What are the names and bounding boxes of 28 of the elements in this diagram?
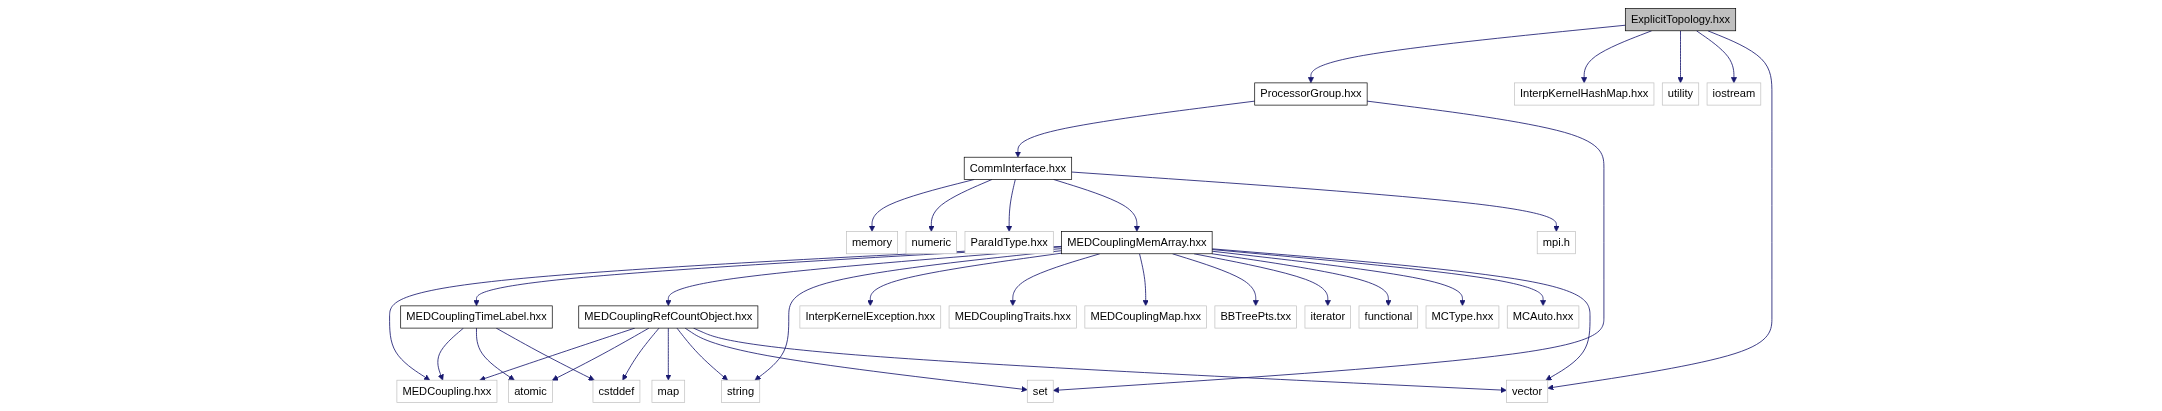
node-box: memory (846, 231, 899, 255)
node-box: mpi.h (1537, 231, 1577, 255)
node-box: MCType.hxx (1425, 305, 1500, 329)
node-box: functional (1358, 305, 1419, 329)
node-box: MEDCouplingRefCountObject.hxx (578, 305, 759, 329)
node-box: BBTreePts.txx (1214, 305, 1298, 329)
node-box: utility (1662, 82, 1700, 106)
node-box: MEDCoupling.hxx (396, 379, 498, 403)
node-box: InterpKernelHashMap.hxx (1514, 82, 1655, 106)
node-box: ExplicitTopology.hxx (1625, 8, 1737, 32)
node-box: vector (1506, 379, 1549, 403)
node-box: map (651, 379, 686, 403)
node-box: atomic (508, 379, 554, 403)
node-box: set (1027, 379, 1054, 403)
node-box: MEDCouplingTimeLabel.hxx (400, 305, 553, 329)
node-box: ProcessorGroup.hxx (1254, 82, 1368, 106)
node-box: MEDCouplingMemArray.hxx (1061, 231, 1213, 255)
node-box: iterator (1304, 305, 1352, 329)
node-box: CommInterface.hxx (964, 156, 1073, 180)
node-box: InterpKernelException.hxx (799, 305, 942, 329)
node-box: numeric (905, 231, 958, 255)
node-box: string (721, 379, 761, 403)
node-box: iostream (1706, 82, 1762, 106)
node-box: cstddef (592, 379, 641, 403)
node-box: MCAuto.hxx (1507, 305, 1580, 329)
node-box: MEDCouplingTraits.hxx (948, 305, 1078, 329)
node-box: MEDCouplingMap.hxx (1084, 305, 1208, 329)
node-box: ParaIdType.hxx (964, 231, 1054, 255)
